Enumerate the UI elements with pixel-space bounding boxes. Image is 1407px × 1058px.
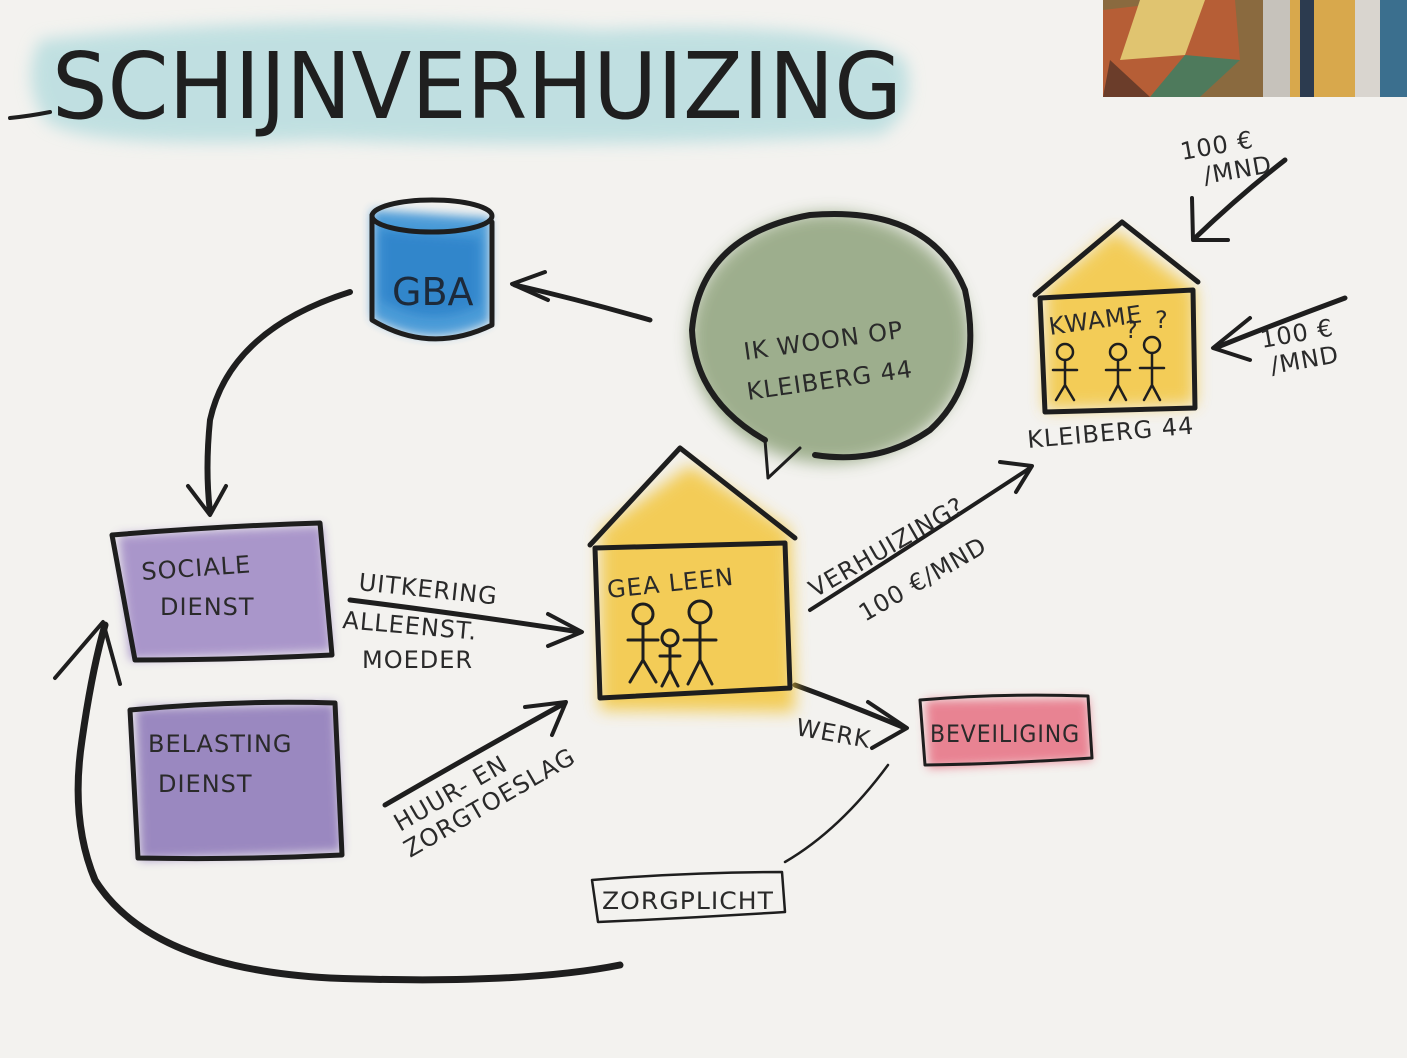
house-gea-leen: GEA LEEN [587, 445, 798, 712]
gba-outline [369, 212, 495, 342]
house-kwame: KWAME ? ? KLEIBERG 44 [1026, 219, 1201, 454]
belasting-dienst-box: BELASTING DIENST [127, 699, 345, 862]
title-group: SCHIJNVERHUIZING [8, 22, 910, 144]
arrowhead-gba [510, 270, 550, 302]
arrowhead-rent-top [1190, 196, 1230, 242]
beveiliging-box: BEVEILIGING [918, 693, 1094, 768]
speech-fill [690, 213, 970, 463]
kwame-figures-icon [1051, 335, 1166, 402]
arrowhead-loop [53, 620, 122, 686]
uitkering-line3: MOEDER [362, 646, 473, 674]
connector-zorgplicht [783, 763, 890, 864]
page-title: SCHIJNVERHUIZING [52, 33, 902, 140]
arrowhead-uitkering [546, 612, 584, 648]
house-kwame-roof [1032, 219, 1201, 298]
speech-bubble: IK WOON OP KLEIBERG 44 [689, 211, 974, 480]
beveiliging-fill [925, 698, 1092, 768]
title-highlight [31, 22, 910, 144]
connector-toeslag [382, 700, 568, 808]
connector-rent-top [1192, 157, 1288, 241]
belasting-outline [127, 699, 345, 862]
arrowhead-toeslag [523, 700, 568, 737]
belasting-fill [135, 703, 342, 860]
gba-database: GBA [369, 197, 495, 342]
photo-thumbnail [1103, 0, 1407, 97]
beveiliging-label: BEVEILIGING [930, 720, 1080, 748]
gba-top [369, 197, 495, 235]
house-main-roof [587, 445, 798, 548]
sociale-dienst-box: SOCIALE DIENST [109, 520, 335, 663]
arrowhead-rent-right [1211, 316, 1252, 362]
speech-tail [763, 438, 802, 480]
sociale-fill [118, 525, 332, 660]
arrowhead-sociale [186, 484, 228, 517]
sociale-outline [109, 520, 335, 663]
connector-loop-sociale [74, 621, 624, 984]
house-main-fill [600, 465, 795, 712]
title-underline-left [8, 110, 52, 120]
house-kwame-fill [1045, 230, 1195, 410]
connector-werk [792, 682, 908, 731]
belasting-line2: DIENST [158, 770, 253, 798]
connector-speech-gba [512, 282, 653, 323]
family-figures-icon [626, 599, 718, 688]
belasting-line1: BELASTING [148, 730, 293, 758]
house-main-walls [592, 540, 793, 701]
connectors [53, 157, 1348, 984]
connector-verhuizing [808, 466, 1032, 612]
beveiliging-outline [918, 693, 1094, 767]
arrowhead-beveiliging [866, 700, 909, 750]
zorgplicht-outline [590, 870, 787, 924]
connector-rent-right [1212, 295, 1348, 351]
question-mark-1: ? [1125, 316, 1139, 344]
zorgplicht-label: ZORGPLICHT [602, 887, 774, 915]
house-kwame-walls [1037, 287, 1198, 415]
sociale-line2: DIENST [160, 593, 255, 621]
connector-gba-sociale [204, 289, 353, 515]
gba-label: GBA [392, 270, 474, 314]
zorgplicht-box: ZORGPLICHT [590, 870, 787, 924]
house-kwame-address: KLEIBERG 44 [1026, 411, 1195, 453]
connector-uitkering [347, 597, 583, 635]
question-mark-2: ? [1155, 306, 1169, 334]
werk-label: WERK [794, 713, 873, 754]
arrowhead-verhuizing [998, 460, 1034, 494]
speech-outline [689, 211, 974, 461]
